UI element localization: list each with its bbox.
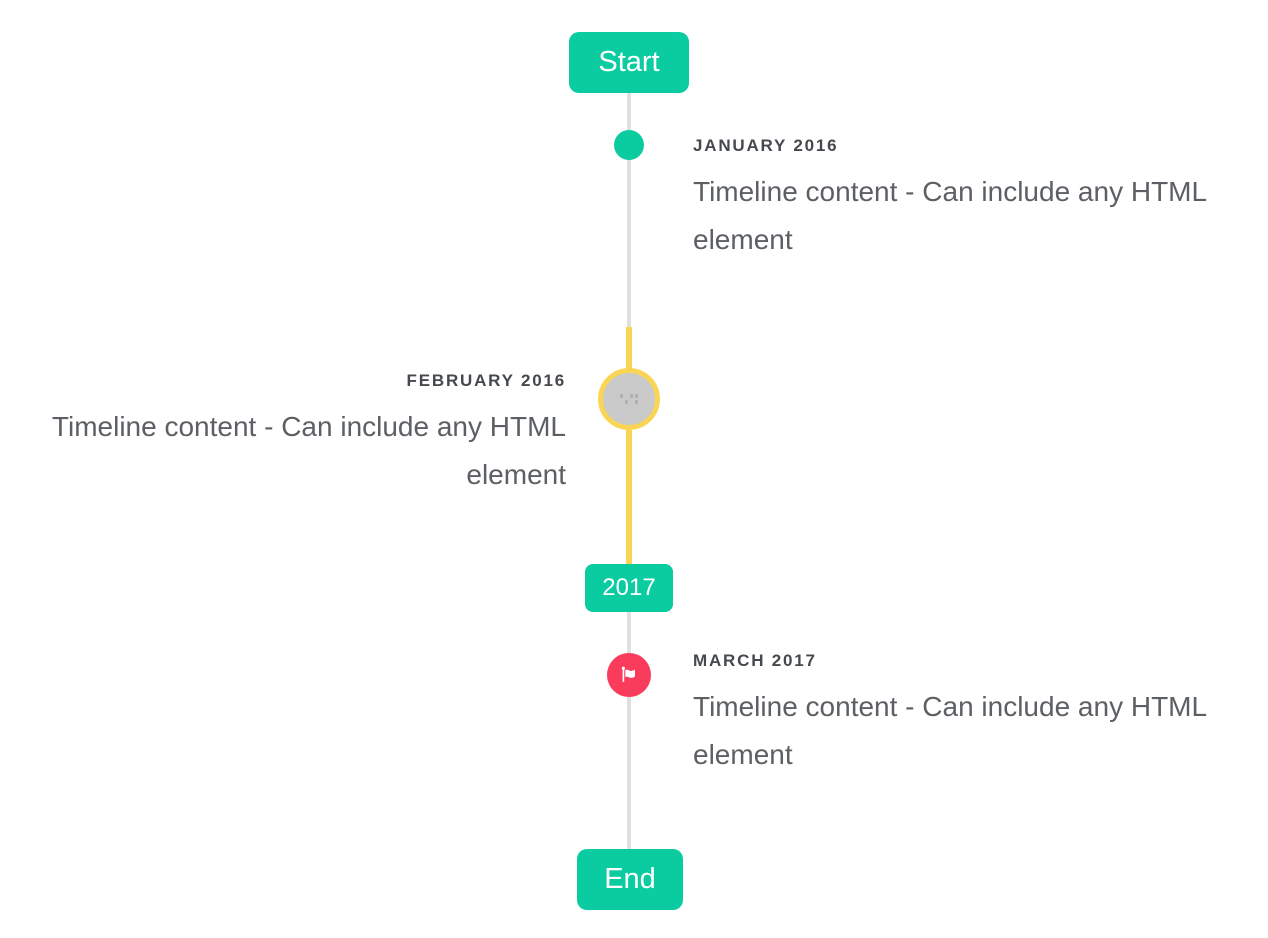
event-heading: FEBRUARY 2016 xyxy=(406,371,566,390)
event-content: Timeline content - Can include any HTML … xyxy=(693,691,1207,770)
event-marker-dot xyxy=(614,130,644,160)
event-heading: JANUARY 2016 xyxy=(693,136,839,155)
broken-image-icon xyxy=(620,394,638,404)
event-marker-image xyxy=(598,368,660,430)
end-badge-label: End xyxy=(604,863,656,895)
timeline-line-highlight-segment xyxy=(626,327,632,564)
event-january-2016: JANUARY 2016 Timeline content - Can incl… xyxy=(693,136,1228,264)
event-february-2016: FEBRUARY 2016 Timeline content - Can inc… xyxy=(36,371,566,499)
event-content: Timeline content - Can include any HTML … xyxy=(51,411,566,490)
event-march-2017: MARCH 2017 Timeline content - Can includ… xyxy=(693,651,1228,779)
year-badge: 2017 xyxy=(585,564,673,612)
start-badge-label: Start xyxy=(598,46,660,78)
event-content: Timeline content - Can include any HTML … xyxy=(693,176,1207,255)
event-marker-flag xyxy=(607,653,651,697)
year-badge-label: 2017 xyxy=(602,574,656,601)
start-badge: Start xyxy=(569,32,689,93)
flag-icon xyxy=(618,664,640,686)
end-badge: End xyxy=(577,849,683,910)
event-heading: MARCH 2017 xyxy=(693,651,817,670)
